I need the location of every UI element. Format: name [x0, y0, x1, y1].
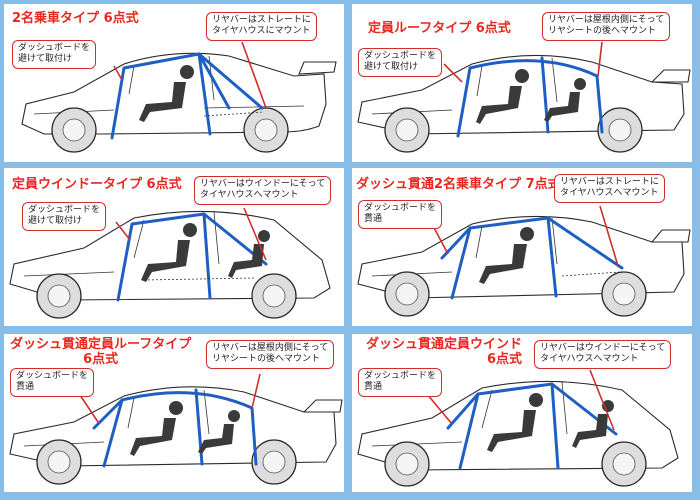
- sedan-car-icon: [357, 205, 691, 317]
- callout-rear-bar: リヤバーはウインドーにそって タイヤハウスへマウント: [194, 176, 332, 205]
- passenger-icon: [544, 78, 586, 122]
- passenger-icon: [198, 410, 240, 454]
- callout-rear-bar: リヤバーは屋根内側にそって リヤシートの後へマウント: [542, 12, 671, 41]
- driver-icon: [479, 227, 534, 284]
- callout-dashboard: ダッシュボードを 貫通: [358, 368, 443, 397]
- callout-dashboard: ダッシュボードを 貫通: [10, 368, 95, 397]
- callout-rear-bar: リヤバーはストレートに タイヤハウスへマウント: [554, 174, 665, 203]
- panel-dash-fullcap-roof: ダッシュ貫通定員ルーフタイプ 6点式 ダッシュボードを 貫通 リヤバーは屋根内側…: [4, 334, 344, 492]
- callout-rear-bar: リヤバーは屋根内側にそって リヤシートの後へマウント: [206, 340, 335, 369]
- driver-icon: [130, 401, 183, 456]
- passenger-icon: [228, 230, 270, 278]
- panel-dash-2seat-7point: ダッシュ貫通2名乗車タイプ 7点式 ダッシュボードを 貫通 リヤバーはストレート…: [352, 168, 692, 326]
- panel-title: 定員ウインドータイプ 6点式: [12, 177, 182, 192]
- panel-2seat-6point: 2名乗車タイプ 6点式 ダッシュボードを 避けて取付け リヤバーはストレートに …: [4, 4, 344, 162]
- sedan-car-icon: [21, 41, 337, 153]
- driver-icon: [141, 223, 197, 282]
- callout-rear-bar: リヤバーはストレートに タイヤハウスにマウント: [206, 12, 317, 41]
- panel-title: ダッシュ貫通定員ウインド 6点式: [366, 337, 523, 367]
- panel-dash-fullcap-window: ダッシュ貫通定員ウインド 6点式 ダッシュボードを 貫通 リヤバーはウインドーに…: [352, 334, 692, 492]
- hatchback-car-icon: [9, 207, 331, 319]
- callout-dashboard: ダッシュボードを 貫通: [358, 200, 443, 229]
- driver-icon: [487, 393, 543, 452]
- panel-title: ダッシュ貫通2名乗車タイプ 7点式: [356, 177, 561, 192]
- driver-icon: [476, 69, 529, 124]
- panel-title: 定員ルーフタイプ 6点式: [368, 21, 511, 36]
- hatchback-car-icon: [357, 369, 679, 487]
- callout-dashboard: ダッシュボードを 避けて取付け: [358, 48, 443, 77]
- panel-fullcap-window: 定員ウインドータイプ 6点式 ダッシュボードを 避けて取付け リヤバーはウインド…: [4, 168, 344, 326]
- sedan-car-icon: [9, 373, 343, 485]
- sedan-car-icon: [357, 41, 691, 153]
- panel-title: 2名乗車タイプ 6点式: [12, 11, 139, 26]
- panel-fullcap-roof: 定員ルーフタイプ 6点式 ダッシュボードを 避けて取付け リヤバーは屋根内側にそ…: [352, 4, 692, 162]
- callout-dashboard: ダッシュボードを 避けて取付け: [12, 40, 97, 69]
- driver-icon: [139, 65, 194, 122]
- callout-dashboard: ダッシュボードを 避けて取付け: [22, 202, 107, 231]
- panel-title: ダッシュ貫通定員ルーフタイプ 6点式: [10, 337, 192, 367]
- callout-rear-bar: リヤバーはウインドーにそって タイヤハウスへマウント: [534, 340, 672, 369]
